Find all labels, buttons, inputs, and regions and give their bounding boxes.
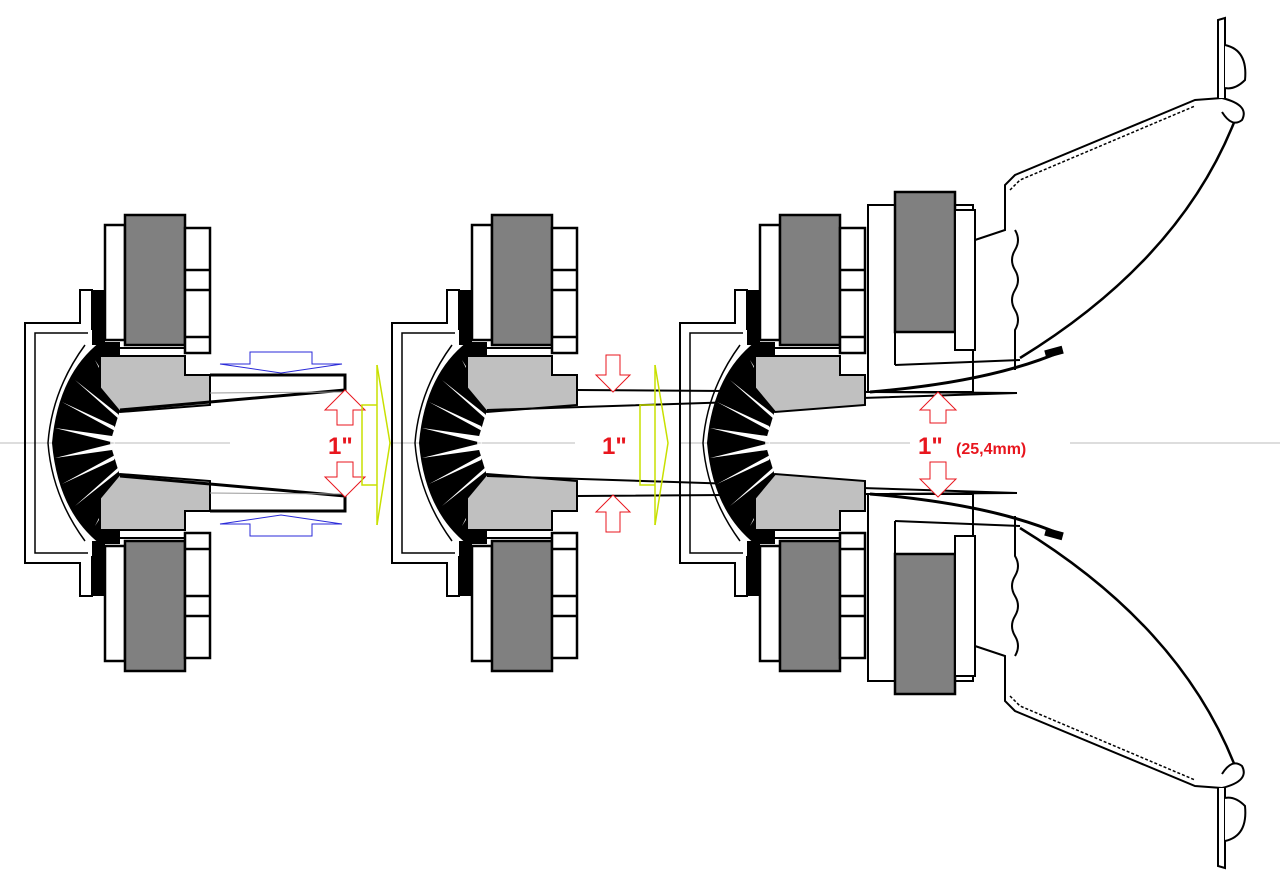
- compression-arrow-bottom: [219, 514, 343, 537]
- dimension-arrow-up: [323, 389, 367, 426]
- dimension-arrow-down: [594, 354, 632, 393]
- dimension-arrow-down: [323, 461, 367, 498]
- stage-3-metric-label: (25,4mm): [956, 441, 1026, 458]
- compression-arrow-top: [219, 351, 343, 374]
- dimension-arrow-down: [918, 461, 958, 498]
- dimension-arrow-up: [594, 494, 632, 533]
- transition-bracket-1: [361, 364, 391, 526]
- dimension-arrow-up: [918, 391, 958, 424]
- stage-3-dimension-label: 1": [918, 433, 943, 460]
- stage-1-dimension-label: 1": [328, 433, 353, 460]
- stage-2-dimension-label: 1": [602, 433, 627, 460]
- transition-bracket-2: [639, 364, 669, 526]
